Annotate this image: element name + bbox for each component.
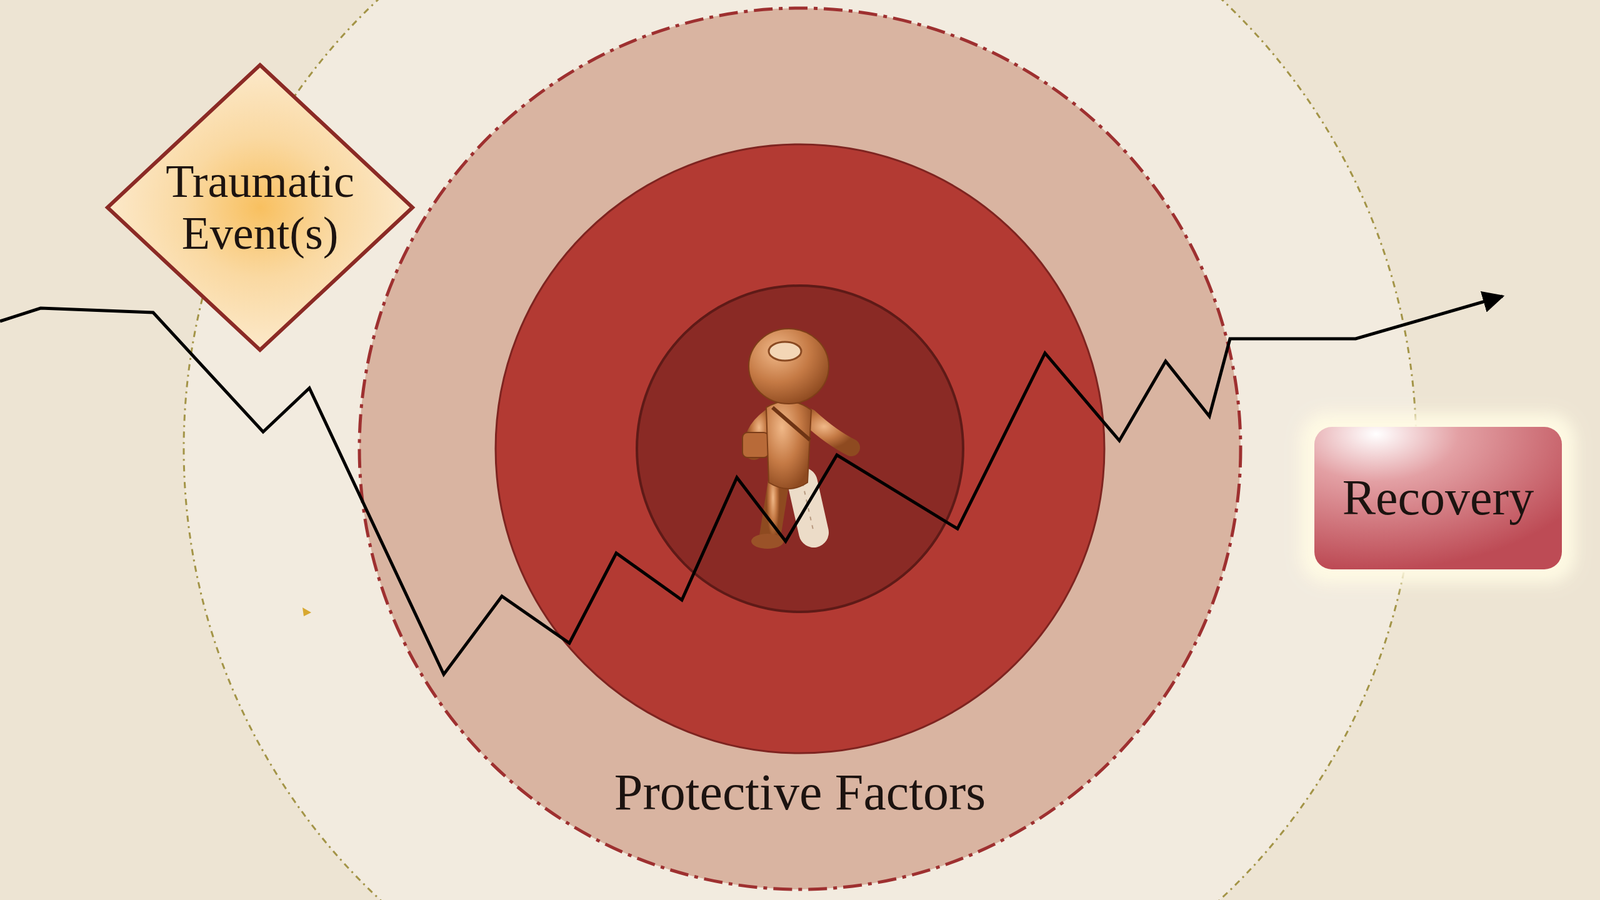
small-mark <box>302 607 312 617</box>
node-label: Protective Factors <box>357 763 1243 822</box>
protective-circle: Protective Factors <box>357 6 1243 892</box>
recovery-box: Recovery <box>1314 426 1562 570</box>
node-label: Traumatic Event(s) <box>147 155 373 260</box>
inner-circle <box>636 285 964 612</box>
node-label: Recovery <box>1319 470 1557 527</box>
figure-torso <box>766 401 812 489</box>
head-highlight <box>768 341 802 361</box>
recovery-trajectory <box>0 296 1503 675</box>
figure-arm <box>809 417 852 448</box>
protective-ring <box>359 8 1241 890</box>
box-glow <box>1300 413 1576 584</box>
trajectory-group <box>0 296 1503 675</box>
bag-strap <box>772 407 810 440</box>
figure-arm <box>753 417 770 452</box>
middle-ring <box>495 144 1105 754</box>
outer-context-circle <box>183 0 1417 900</box>
figure-leg <box>770 481 779 537</box>
figure-leg-cast <box>802 482 814 533</box>
event-diamond: Traumatic Event(s) <box>105 62 415 353</box>
diamond-shape <box>107 65 413 350</box>
rounded-box <box>1314 426 1562 570</box>
figure-foot <box>751 533 784 549</box>
protective-circle-outline <box>357 6 1243 892</box>
figure-head <box>748 328 829 404</box>
cast-texture <box>802 482 814 533</box>
figure-bag <box>742 432 769 458</box>
person-figure <box>742 328 852 549</box>
